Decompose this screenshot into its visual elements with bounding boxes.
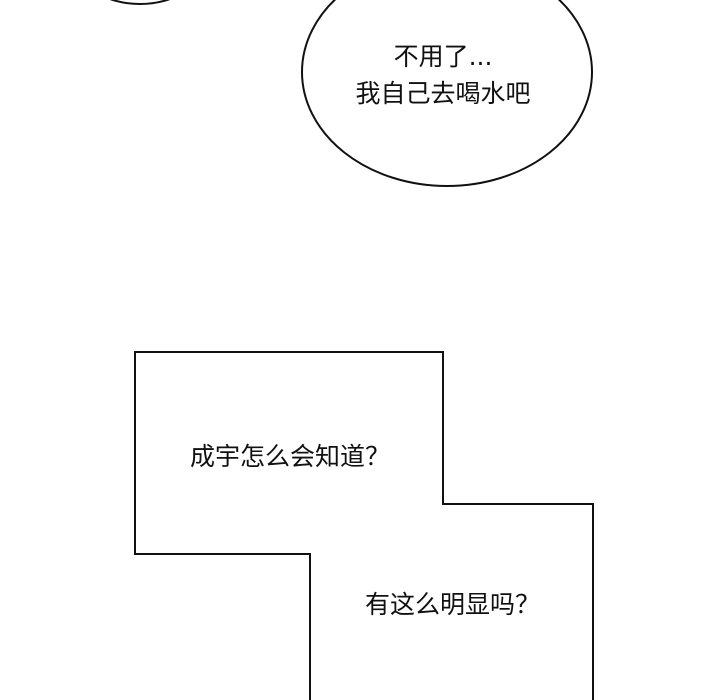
caption-top-text: 成宇怎么会知道？ <box>189 442 390 471</box>
speech-bubble <box>301 0 593 187</box>
caption-bottom-text: 有这么明显吗？ <box>364 590 540 619</box>
speech-bubble-text: 不用了... 我自己去喝水吧 <box>293 38 593 112</box>
speech-line-1: 不用了... <box>393 42 493 71</box>
partial-speech-bubble <box>109 0 171 5</box>
speech-line-2: 我自己去喝水吧 <box>355 79 531 108</box>
caption-box-outline <box>134 351 594 700</box>
